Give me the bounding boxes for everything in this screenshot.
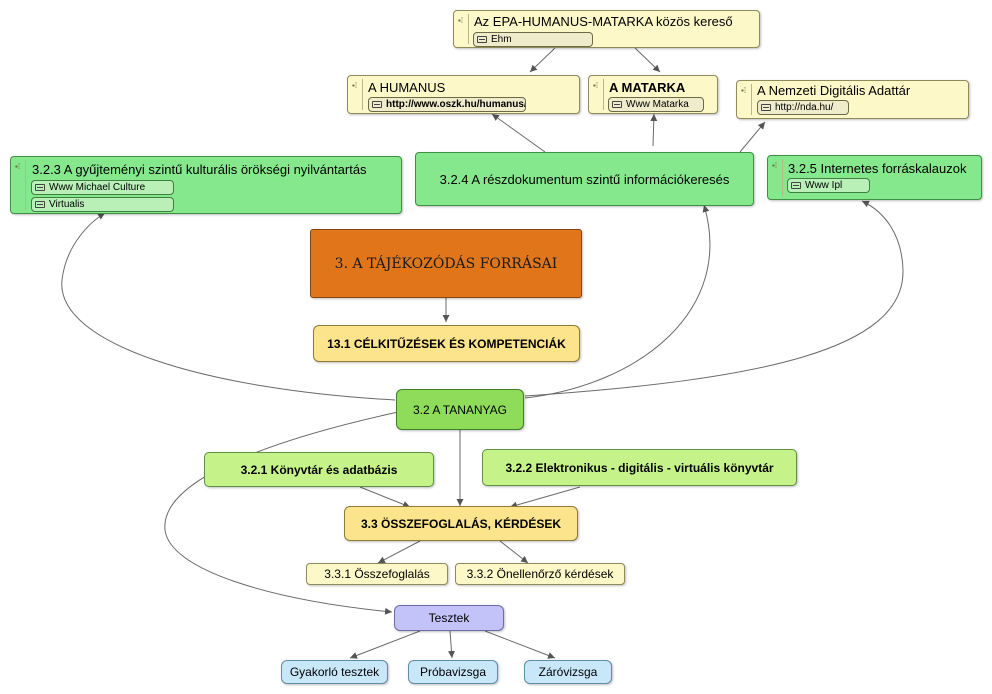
connector-tesztek-probavizsga xyxy=(447,630,455,659)
humanus-node[interactable]: ▪⁞ A HUMANUS http://www.oszk.hu/humanus/ xyxy=(347,75,580,114)
gyujtemenyi-link-michael[interactable]: Www Michael Culture xyxy=(31,180,174,195)
internetes-link-ipl[interactable]: Www Ipl xyxy=(787,178,870,193)
epa-link-ehm[interactable]: Ehm xyxy=(473,32,593,47)
drag-grip-icon[interactable]: ▪⁞ xyxy=(352,81,358,90)
connector-tananyag-reszdok xyxy=(524,204,711,399)
osszefoglalas-node[interactable]: 3.3.1 Összefoglalás xyxy=(306,563,448,585)
tesztek-title: Tesztek xyxy=(428,611,470,625)
connector-tesztek-zarovizsga xyxy=(484,630,556,659)
nemzeti-title: A Nemzeti Digitális Adattár xyxy=(757,83,911,98)
epa-node[interactable]: ▪⁞ Az EPA-HUMANUS-MATARKA közös kereső E… xyxy=(453,10,760,48)
reszdok-title: 3.2.4 A részdokumentum szintű információ… xyxy=(439,171,730,187)
internetes-node[interactable]: ▪⁞ 3.2.5 Internetes forráskalauzok Www I… xyxy=(767,155,982,200)
tananyag-node[interactable]: 3.2 A TANANYAG xyxy=(396,389,524,430)
node-separator xyxy=(603,79,604,110)
internetes-title: 3.2.5 Internetes forráskalauzok xyxy=(788,161,967,176)
connector-epa-matarka xyxy=(634,47,661,73)
epa-title: Az EPA-HUMANUS-MATARKA közös kereső xyxy=(474,14,733,29)
link-label: Ehm xyxy=(491,34,512,45)
drag-grip-icon[interactable]: ▪⁞ xyxy=(741,86,747,95)
osszefoglalas-title: 3.3.1 Összefoglalás xyxy=(324,567,430,581)
konyvtar-title: 3.2.1 Könyvtár és adatbázis xyxy=(240,462,398,477)
gyujtemenyi-node[interactable]: ▪⁞ 3.2.3 A gyűjteményi szintű kulturális… xyxy=(10,156,402,214)
connector-tananyag-gyujtemenyi xyxy=(61,212,396,401)
link-icon xyxy=(372,101,382,108)
onellenorzo-node[interactable]: 3.3.2 Önellenőrző kérdések xyxy=(455,563,625,585)
connector-epa-humanus xyxy=(529,47,556,73)
probavizsga-title: Próbavizsga xyxy=(419,665,487,679)
drag-grip-icon[interactable]: ▪⁞ xyxy=(772,161,778,170)
nemzeti-link-nda[interactable]: http://nda.hu/ xyxy=(757,100,849,115)
link-label: http://www.oszk.hu/humanus/ xyxy=(386,99,526,110)
tananyag-title: 3.2 A TANANYAG xyxy=(412,402,508,417)
connector-elektronikus-osszefog xyxy=(509,486,581,509)
link-icon xyxy=(35,184,45,191)
matarka-node[interactable]: ▪⁞ A MATARKA Www Matarka xyxy=(588,75,718,114)
link-icon xyxy=(612,101,622,108)
celkitu-title: 13.1 CÉLKITŰZÉSEK ÉS KOMPETENCIÁK xyxy=(327,336,566,351)
gyakorlo-title: Gyakorló tesztek xyxy=(289,665,380,679)
link-label: Virtualis xyxy=(49,199,85,210)
link-label: http://nda.hu/ xyxy=(775,102,834,113)
link-label: Www Matarka xyxy=(626,99,689,110)
elektronikus-node[interactable]: 3.2.2 Elektronikus - digitális - virtuál… xyxy=(482,449,797,486)
matarka-link-www[interactable]: Www Matarka xyxy=(608,97,704,112)
node-separator xyxy=(468,14,469,44)
nemzeti-node[interactable]: ▪⁞ A Nemzeti Digitális Adattár http://nd… xyxy=(736,80,969,119)
link-icon xyxy=(791,182,801,189)
matarka-title: A MATARKA xyxy=(609,80,686,95)
gyujtemenyi-link-virtualis[interactable]: Virtualis xyxy=(31,197,174,212)
reszdok-node[interactable]: 3.2.4 A részdokumentum szintű információ… xyxy=(415,152,754,206)
humanus-title: A HUMANUS xyxy=(368,80,446,95)
tesztek-node[interactable]: Tesztek xyxy=(394,605,504,631)
osszefog-node[interactable]: 3.3 ÖSSZEFOGLALÁS, KÉRDÉSEK xyxy=(344,506,578,541)
zarovizsga-title: Záróvizsga xyxy=(538,665,598,679)
onellenorzo-title: 3.3.2 Önellenőrző kérdések xyxy=(466,567,614,581)
node-separator xyxy=(362,79,363,110)
connector-konyvtar-osszefog xyxy=(359,486,411,508)
link-icon xyxy=(477,36,487,43)
connector-osszefog-onellenorzo xyxy=(499,540,529,564)
central-topic[interactable]: 3. A TÁJÉKOZÓDÁS FORRÁSAI xyxy=(310,229,582,298)
osszefog-title: 3.3 ÖSSZEFOGLALÁS, KÉRDÉSEK xyxy=(360,516,562,531)
connector-tesztek-gyakorlo xyxy=(349,630,421,659)
node-separator xyxy=(782,159,783,196)
gyujtemenyi-title: 3.2.3 A gyűjteményi szintű kulturális ör… xyxy=(32,162,367,177)
connector-osszefog-osszefoglalas xyxy=(377,540,421,564)
node-separator xyxy=(25,160,26,210)
connector-tananyag-internetes xyxy=(524,200,904,397)
celkitu-node[interactable]: 13.1 CÉLKITŰZÉSEK ÉS KOMPETENCIÁK xyxy=(313,325,580,362)
drag-grip-icon[interactable]: ▪⁞ xyxy=(593,81,599,90)
link-label: Www Michael Culture xyxy=(49,182,146,193)
connector-tananyag-tesztek xyxy=(164,411,399,615)
link-label: Www Ipl xyxy=(805,180,843,191)
konyvtar-node[interactable]: 3.2.1 Könyvtár és adatbázis xyxy=(204,452,434,487)
elektronikus-title: 3.2.2 Elektronikus - digitális - virtuál… xyxy=(505,460,774,475)
connector-reszdok-humanus xyxy=(491,113,546,153)
node-separator xyxy=(751,84,752,115)
gyakorlo-node[interactable]: Gyakorló tesztek xyxy=(281,660,388,684)
link-icon xyxy=(35,201,45,208)
link-icon xyxy=(761,104,771,111)
humanus-link-oszk[interactable]: http://www.oszk.hu/humanus/ xyxy=(368,97,526,112)
drag-grip-icon[interactable]: ▪⁞ xyxy=(458,16,464,25)
connector-reszdok-matarka xyxy=(650,113,658,147)
drag-grip-icon[interactable]: ▪⁞ xyxy=(15,162,21,171)
zarovizsga-node[interactable]: Záróvizsga xyxy=(524,660,612,684)
probavizsga-node[interactable]: Próbavizsga xyxy=(408,660,498,684)
connector-reszdok-nemzeti xyxy=(739,121,766,153)
central-title: 3. A TÁJÉKOZÓDÁS FORRÁSAI xyxy=(334,255,558,272)
